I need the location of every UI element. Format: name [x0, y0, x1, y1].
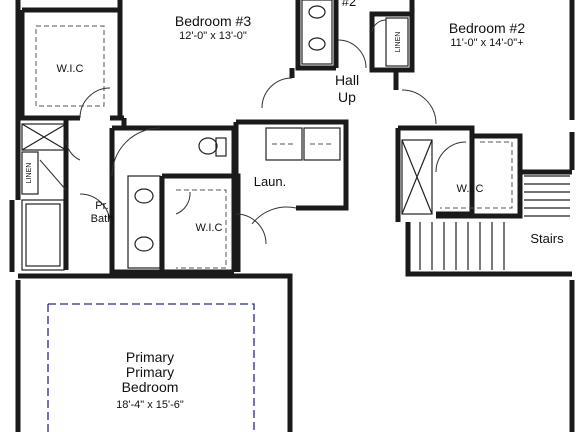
wic-top-left-name: W.I.C [57, 63, 84, 75]
bedroom3-name: Bedroom #3 [175, 13, 251, 29]
hall-doors [261, 68, 437, 125]
bedroom2-walls [396, 0, 415, 73]
stairs-name: Stairs [530, 231, 564, 246]
linen-left-label: LINEN [26, 163, 33, 184]
left-linen-shower [15, 118, 81, 271]
right-wic-walls [395, 125, 523, 222]
bedroom2-dims: 11'-0" x 14'-0"+ [450, 37, 523, 49]
bedroom2-name: Bedroom #2 [449, 20, 525, 36]
hall-name: Hall [335, 72, 359, 88]
primary-dims: 18'-4" x 15'-6" [116, 399, 184, 411]
laundry-walls [233, 119, 349, 245]
wic-primary-name: W.I.C [196, 222, 223, 234]
primary-line2: Primary [126, 364, 174, 380]
bedroom3-dims: 12'-0" x 13'-0" [179, 30, 247, 42]
stairs [405, 169, 572, 277]
bath2-walls [295, 0, 367, 69]
pr-bath-line2: Bath [91, 213, 114, 225]
outer-walls [9, 0, 575, 432]
pr-bath-line1: Pr. [95, 200, 108, 212]
primary-bedroom-walls [18, 273, 293, 432]
primary-line1: Primary [126, 349, 174, 365]
wic-right-name: W.I.C [457, 183, 484, 195]
primary-line3: Bedroom [122, 379, 179, 395]
linen-top-label: LINEN [395, 32, 402, 53]
laundry-name: Laun. [254, 174, 287, 189]
hall-up: Up [338, 89, 356, 105]
bath2-name: #2 [342, 0, 356, 9]
